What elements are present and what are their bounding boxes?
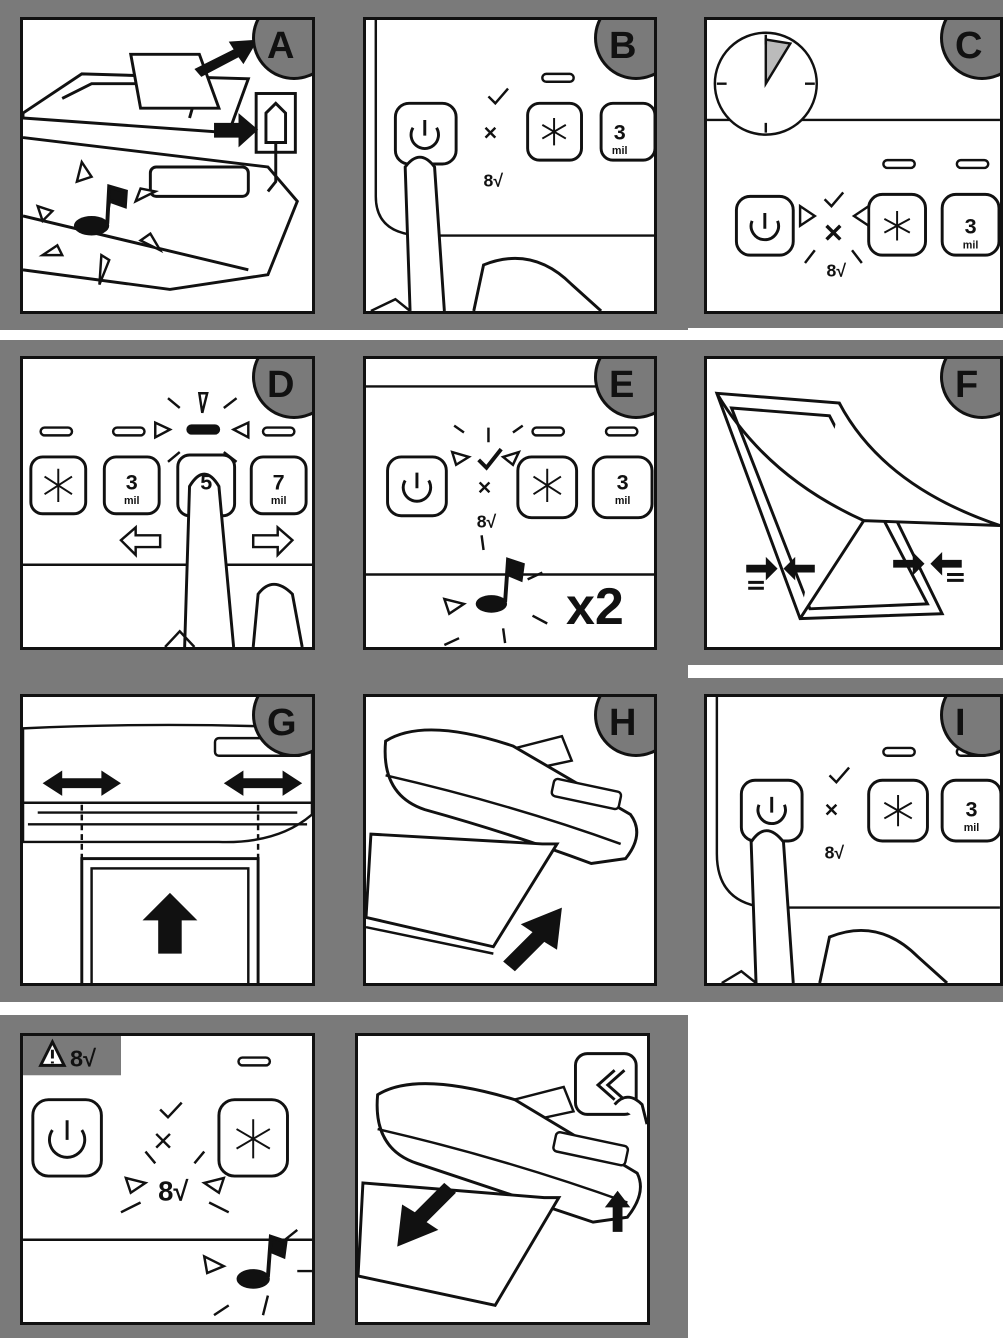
- jam-icon: 8√: [70, 1045, 96, 1071]
- thickness-label: 3: [965, 214, 977, 239]
- cross-icon: [827, 226, 841, 240]
- check-icon: [830, 768, 850, 783]
- check-icon: [479, 449, 502, 468]
- jam-icon: 8√: [477, 511, 497, 531]
- thickness-label: 3: [617, 469, 629, 494]
- thickness-label: 3: [966, 797, 978, 821]
- check-icon: [160, 1103, 182, 1118]
- panel-e: 8√ 3 mil x2 E: [363, 356, 657, 650]
- check-icon: [488, 89, 508, 104]
- panel-h: H: [363, 694, 657, 986]
- panel-d: 3 mil 5 7 mil D: [20, 356, 315, 650]
- panel-a: A: [20, 17, 315, 314]
- arrow-icon: [253, 527, 292, 554]
- thickness-label: 3: [614, 120, 626, 145]
- jam-icon: 8√: [484, 171, 504, 191]
- thickness-label: 5: [200, 469, 212, 494]
- panel-c: 8√ 3 mil C: [704, 17, 1003, 314]
- mil-label: mil: [963, 239, 979, 251]
- mil-label: mil: [271, 495, 287, 507]
- panel-g: G: [20, 694, 315, 986]
- mil-label: mil: [612, 145, 628, 157]
- mil-label: mil: [615, 495, 631, 507]
- jam-icon: 8√: [158, 1176, 189, 1207]
- thickness-label: 3: [126, 469, 138, 494]
- check-icon: [825, 192, 844, 206]
- mil-label: mil: [964, 822, 980, 834]
- jam-icon: 8√: [825, 843, 845, 863]
- arrow-icon: [746, 557, 777, 581]
- cross-icon: [156, 1134, 170, 1148]
- music-note-icon: [476, 560, 523, 613]
- jam-alert-illustration: 8√ 8√: [23, 1036, 312, 1322]
- jam-icon: 8√: [827, 261, 847, 281]
- panel-reverse: [355, 1033, 650, 1325]
- cross-icon: [480, 482, 490, 492]
- repeat-count: x2: [566, 577, 624, 637]
- arrow-icon: [194, 40, 258, 77]
- hand-icon: [751, 831, 793, 983]
- hand-icon: [405, 157, 444, 311]
- cross-icon: [486, 128, 496, 138]
- thickness-label: 7: [273, 469, 285, 494]
- arrow-icon: [121, 527, 160, 554]
- mil-label: mil: [124, 495, 140, 507]
- reverse-feed-illustration: [358, 1036, 647, 1322]
- music-note-icon: [237, 1237, 286, 1289]
- panel-jam-warning: 8√ 8√: [20, 1033, 315, 1325]
- cross-icon: [827, 805, 837, 815]
- arrow-icon: [930, 552, 961, 576]
- panel-i: 8√ 3 mil I: [704, 694, 1003, 986]
- panel-b: 8√ 3 mil B: [363, 17, 657, 314]
- panel-f: F: [704, 356, 1003, 650]
